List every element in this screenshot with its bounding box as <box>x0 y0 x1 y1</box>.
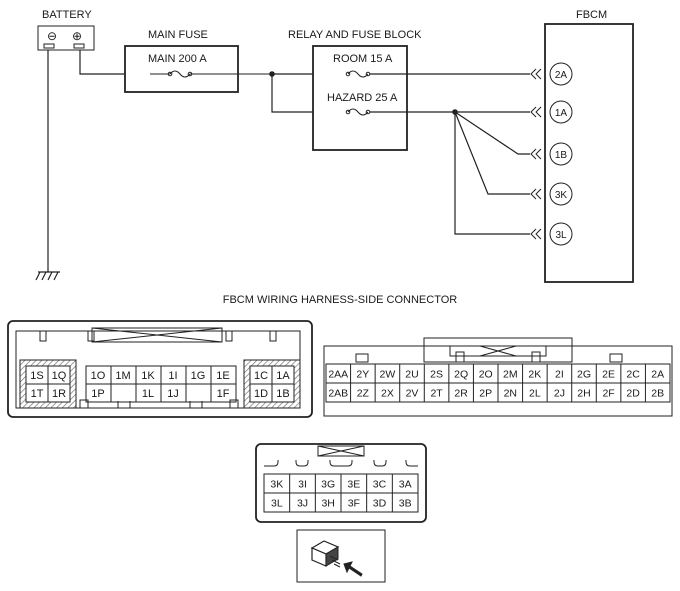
pin-2L: 2L <box>529 388 541 400</box>
fbcm-terminals: 2A 1A 1B 3K 3L <box>549 62 573 246</box>
pin-2I: 2I <box>555 369 564 381</box>
pin-2P: 2P <box>479 388 492 400</box>
pin-3F: 3F <box>348 498 360 510</box>
pin-1S: 1S <box>30 370 43 382</box>
ground-symbol <box>35 50 60 281</box>
pin-2AB: 2AB <box>328 388 348 400</box>
relay-fuse-block-box <box>312 45 408 151</box>
pin-1M: 1M <box>115 370 130 382</box>
pin-2H: 2H <box>577 388 590 400</box>
fbcm-label: FBCM <box>576 9 607 21</box>
pin-1T: 1T <box>31 388 44 400</box>
pin-2V: 2V <box>406 388 419 400</box>
relay-fuse-block-label: RELAY AND FUSE BLOCK <box>288 29 422 41</box>
pin-1A: 1A <box>276 370 290 382</box>
main-fuse-box <box>124 45 239 93</box>
harness-connector-icon <box>296 529 386 583</box>
pin-2R: 2R <box>454 388 468 400</box>
pin-2C: 2C <box>626 369 640 381</box>
pin-1R: 1R <box>52 388 66 400</box>
hazard-fuse-symbol <box>347 108 369 116</box>
pin-2A: 2A <box>651 369 664 381</box>
pin-2M: 2M <box>503 369 518 381</box>
pin-2F: 2F <box>602 388 614 400</box>
pin-2W: 2W <box>380 369 396 381</box>
pin-2O: 2O <box>479 369 493 381</box>
pin-3J: 3J <box>297 498 308 510</box>
pin-2S: 2S <box>430 369 443 381</box>
pin-2Y: 2Y <box>356 369 369 381</box>
room-fuse-label: ROOM 15 A <box>333 53 393 65</box>
battery-label: BATTERY <box>42 9 92 21</box>
pin-2Z: 2Z <box>357 388 370 400</box>
pin-2J: 2J <box>554 388 565 400</box>
main-fuse-symbol <box>150 70 270 78</box>
pin-2T: 2T <box>430 388 443 400</box>
battery-positive-terminal: ⊕ <box>72 29 82 43</box>
pin-1E: 1E <box>216 370 229 382</box>
terminal-1A: 1A <box>555 108 568 119</box>
pin-1Q: 1Q <box>52 370 67 382</box>
pin-1G: 1G <box>191 370 206 382</box>
pin-2N: 2N <box>504 388 517 400</box>
pin-3L: 3L <box>271 498 283 510</box>
pin-3E: 3E <box>347 479 360 491</box>
pin-1L: 1L <box>142 388 154 400</box>
pin-3K: 3K <box>270 479 283 491</box>
pin-1P: 1P <box>91 388 104 400</box>
pin-1B: 1B <box>276 388 289 400</box>
connector-title: FBCM WIRING HARNESS-SIDE CONNECTOR <box>223 294 458 306</box>
battery-negative-terminal: ⊖ <box>47 29 57 43</box>
terminal-3L: 3L <box>555 230 567 241</box>
pin-1J: 1J <box>167 388 179 400</box>
connector-3: 3K 3I 3G 3E 3C 3A 3L 3J 3H 3F 3D 3B <box>255 443 427 523</box>
pin-3D: 3D <box>373 498 387 510</box>
connector-chevrons <box>530 68 542 240</box>
fbcm-box <box>544 23 634 283</box>
pin-2AA: 2AA <box>328 369 348 381</box>
pin-3I: 3I <box>298 479 307 491</box>
pin-3C: 3C <box>373 479 387 491</box>
room-fuse-symbol <box>347 70 369 78</box>
pin-3H: 3H <box>321 498 334 510</box>
pin-2D: 2D <box>626 388 640 400</box>
pin-2G: 2G <box>577 369 591 381</box>
pin-1F: 1F <box>217 388 230 400</box>
pin-1K: 1K <box>141 370 155 382</box>
terminal-1B: 1B <box>555 150 568 161</box>
hazard-fuse-label: HAZARD 25 A <box>327 92 398 104</box>
main-fuse-rating: MAIN 200 A <box>148 53 207 65</box>
pin-2U: 2U <box>405 369 418 381</box>
pin-3G: 3G <box>321 479 335 491</box>
terminal-3K: 3K <box>555 190 568 201</box>
pin-2B: 2B <box>651 388 664 400</box>
battery: BATTERY ⊖ ⊕ <box>37 9 95 51</box>
pin-2K: 2K <box>528 369 541 381</box>
pin-1O: 1O <box>91 370 106 382</box>
connector-2: 2AA 2Y 2W 2U 2S 2Q 2O 2M 2K 2I 2G 2E 2C 2A 2AB 2Z 2X 2V 2T… <box>323 337 673 417</box>
pin-3A: 3A <box>399 479 412 491</box>
pin-2E: 2E <box>602 369 615 381</box>
connector-1: 1S 1Q 1T 1R 1O 1M 1K 1I 1G 1E 1P 1L 1J 1… <box>7 320 313 418</box>
pin-1D: 1D <box>254 388 268 400</box>
pin-3B: 3B <box>399 498 412 510</box>
pin-2X: 2X <box>381 388 394 400</box>
pin-2Q: 2Q <box>454 369 468 381</box>
main-fuse-label: MAIN FUSE <box>148 29 208 41</box>
terminal-2A: 2A <box>555 70 568 81</box>
pin-1I: 1I <box>168 370 177 382</box>
pin-1C: 1C <box>254 370 268 382</box>
